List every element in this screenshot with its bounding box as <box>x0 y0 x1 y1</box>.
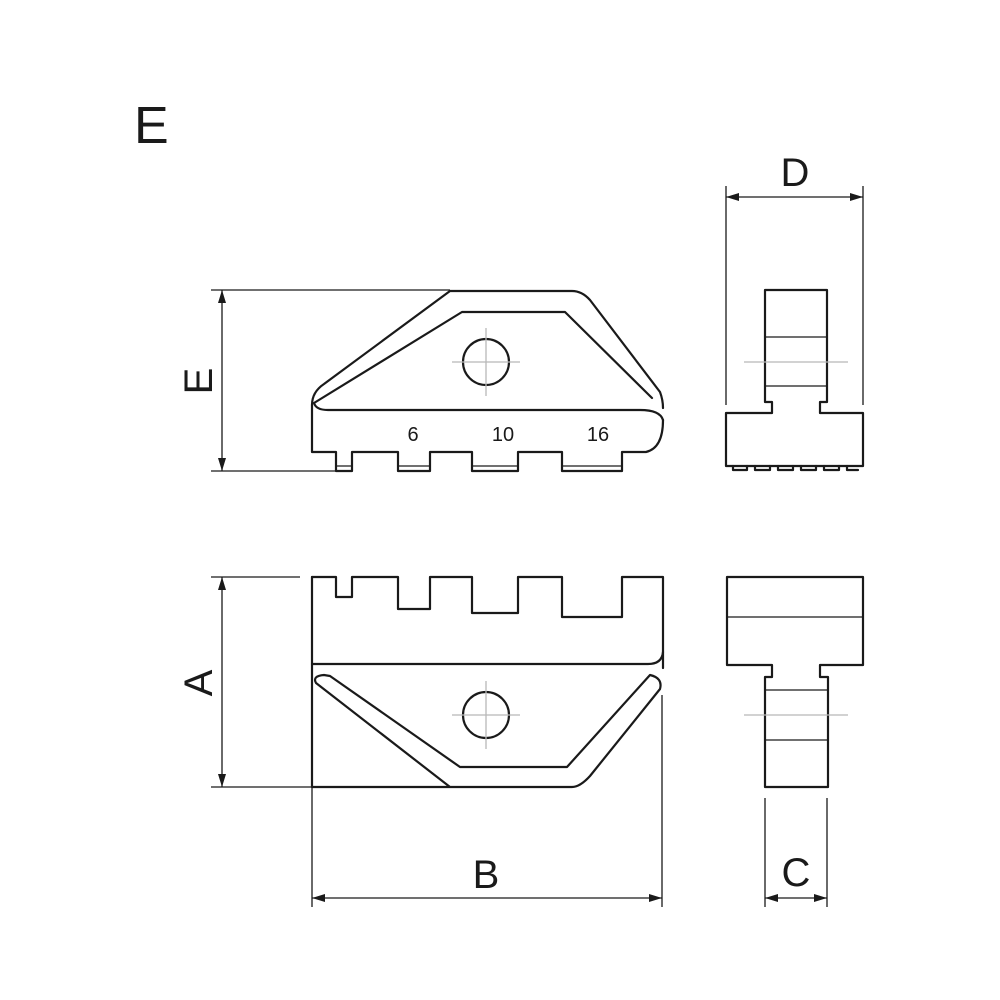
dimension-label-e: E <box>177 368 221 395</box>
dimension-label-d: D <box>781 151 810 195</box>
front-view-inner-outline <box>312 310 654 405</box>
dimension-label-c: C <box>782 851 811 895</box>
front-view-bottom-outer-outline <box>310 662 662 789</box>
dimension-b: B <box>311 695 663 907</box>
dimension-c: C <box>764 798 828 907</box>
front-view-jaw-outline <box>310 403 665 473</box>
front-view-outer-outline <box>310 289 665 410</box>
dimension-label-b: B <box>473 853 500 897</box>
dimension-label-a: A <box>177 669 221 696</box>
drawing-title-letter: E <box>134 97 169 155</box>
dimension-e: E <box>177 289 450 472</box>
front-view-upper-edge <box>312 401 665 422</box>
front-view-bottom <box>310 575 665 789</box>
side-view-bottom-outline <box>725 575 865 789</box>
dimension-d: D <box>725 151 864 405</box>
front-view-bottom-jaw-outline <box>310 575 665 663</box>
front-view-top: 6 10 16 <box>310 289 665 473</box>
side-view-top <box>724 288 865 472</box>
crimp-size-label-small: 6 <box>407 424 418 446</box>
crimp-size-label-medium: 10 <box>492 424 514 446</box>
crimp-size-label-large: 16 <box>587 424 609 446</box>
front-view-hole-centerline <box>452 328 520 396</box>
side-view-top-outline <box>724 288 865 468</box>
dimension-a: A <box>177 576 450 788</box>
side-view-bottom <box>725 575 865 789</box>
